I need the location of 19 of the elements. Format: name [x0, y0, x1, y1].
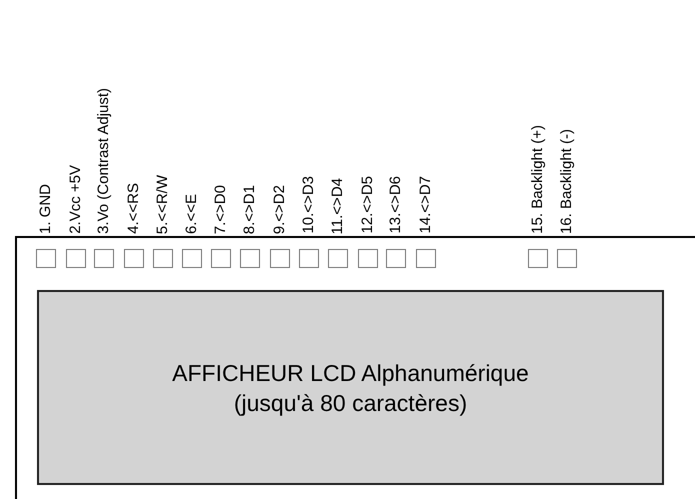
pin-label: 5.<<R/W	[154, 174, 172, 234]
pin-label: 2.Vcc +5V	[67, 165, 85, 234]
display-subtitle: (jusqu'à 80 caractères)	[234, 388, 468, 418]
display-title: AFFICHEUR LCD Alphanumérique	[172, 358, 529, 388]
pin-label: 8.<>D1	[241, 184, 259, 234]
pin-label: 16. Backlight (-)	[558, 128, 576, 234]
pin-label: 15. Backlight (+)	[529, 125, 547, 234]
pin-label: 3.Vo (Contrast Adjust)	[95, 88, 113, 234]
pin-label: 9.<>D2	[271, 184, 289, 234]
pin-label: 1. GND	[37, 184, 55, 234]
lcd-display-area	[37, 290, 664, 485]
pin-label: 6.<<E	[183, 194, 201, 234]
pin-label: 14.<>D7	[417, 176, 435, 234]
pin-label: 11.<>D4	[329, 178, 347, 234]
pin-label: 10.<>D3	[300, 176, 318, 234]
pin-label: 13.<>D6	[387, 176, 405, 234]
pin-label: 12.<>D5	[359, 176, 377, 234]
pin-label: 7.<>D0	[212, 184, 230, 234]
pin-label: 4.<<RS	[125, 183, 143, 234]
